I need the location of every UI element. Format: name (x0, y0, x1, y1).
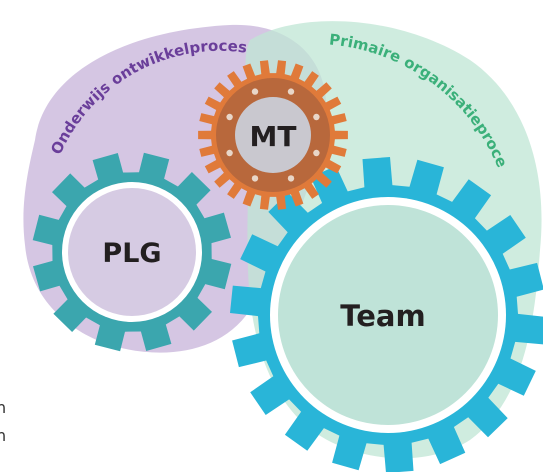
mt-gear-bolts (226, 88, 320, 182)
mt-bolt-dot (226, 113, 233, 121)
mt-label: MT (250, 120, 297, 153)
mt-bolt-dot (287, 175, 295, 182)
mt-gear-hub (235, 97, 311, 173)
mt-bolt-dot (287, 88, 295, 95)
edge-text-2: n (0, 426, 6, 445)
team-gear-hub (278, 205, 498, 425)
mt-bolt-dot (251, 88, 259, 95)
team-gear (230, 157, 543, 472)
team-label: Team (340, 299, 425, 333)
mt-bolt-dot (226, 149, 233, 157)
plg-gear (32, 152, 232, 352)
mt-bolt-dot (251, 175, 259, 182)
edge-text-1: n (0, 398, 6, 417)
mt-bolt-dot (313, 149, 320, 157)
mt-bolt-dot (313, 113, 320, 121)
plg-gear-hub (68, 188, 196, 316)
plg-label: PLG (102, 238, 161, 269)
mt-gear (198, 60, 348, 210)
